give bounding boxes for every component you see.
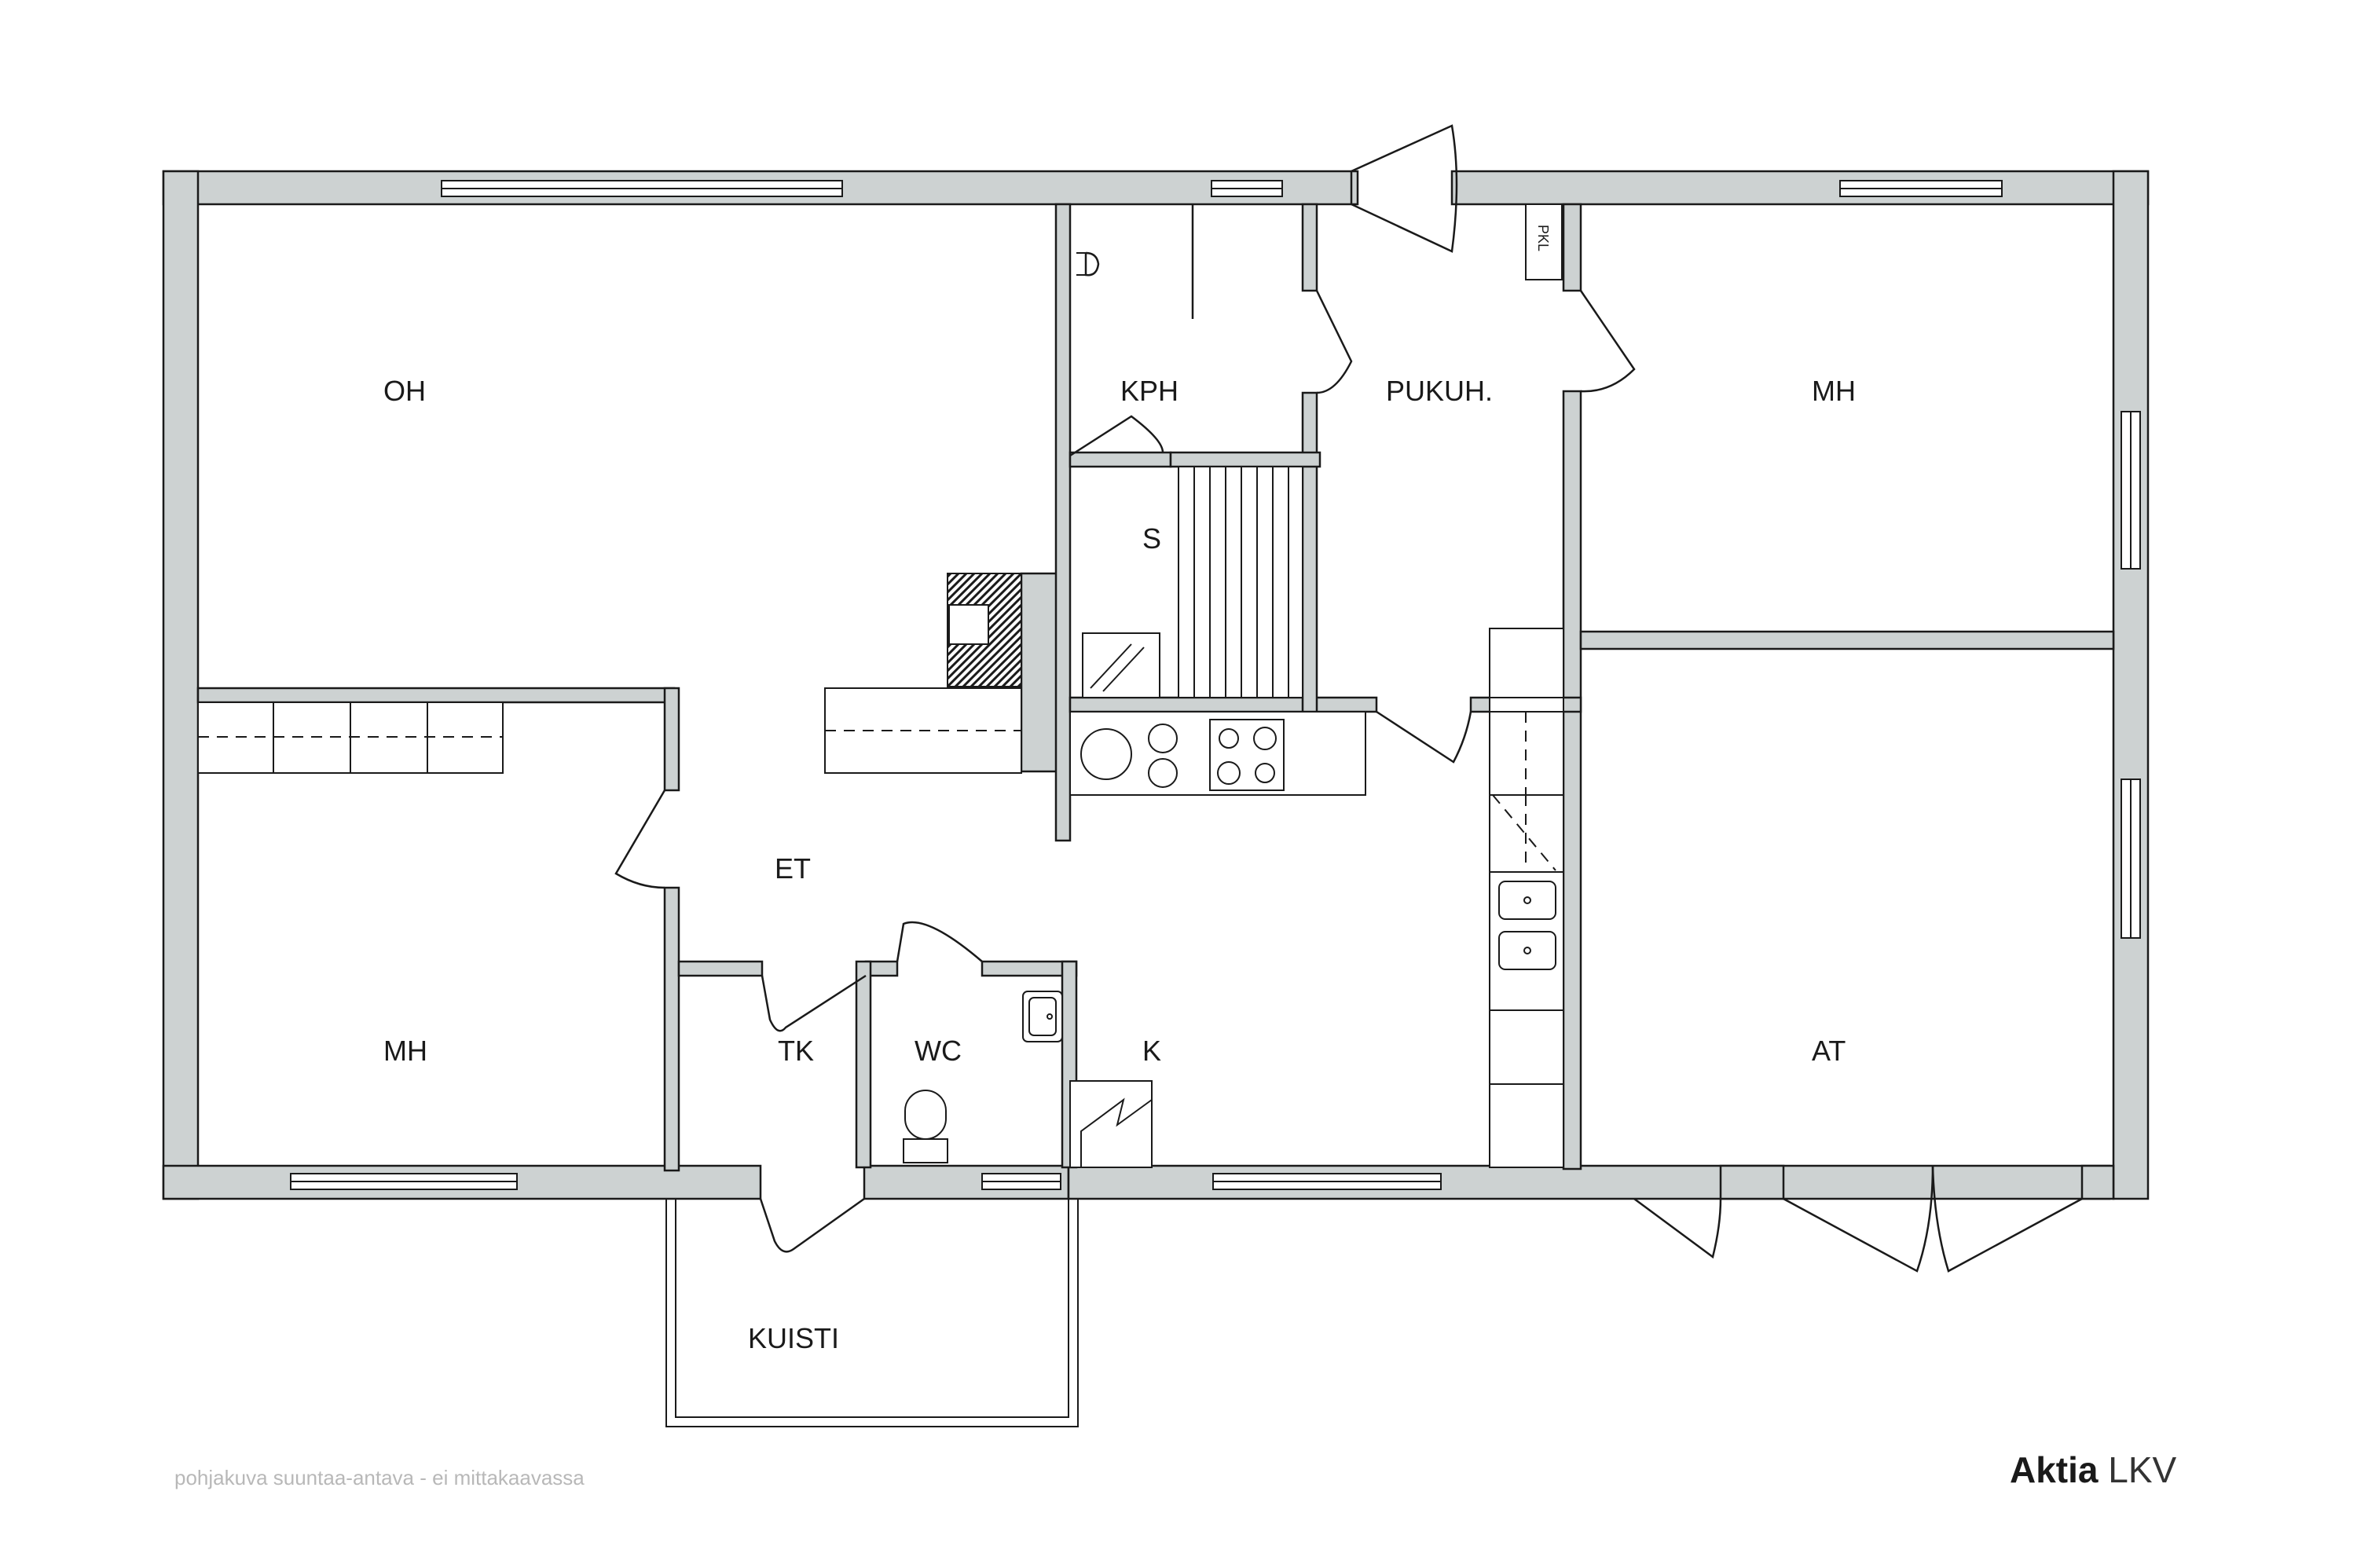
kitchen-counters [1069,628,1564,1168]
brand-suffix: LKV [2108,1449,2177,1490]
room-label-mh-bottom: MH [383,1035,427,1067]
sauna-benches [1082,466,1303,698]
wardrobes-et [824,687,1022,774]
door-swings [614,290,2115,1273]
pkl-cabinet: PKL [1525,203,1563,280]
windows [290,180,2141,1190]
wardrobes-left [197,702,504,774]
porch [665,1199,1079,1427]
exterior-walls [162,170,2150,1200]
scale-disclaimer: pohjakuva suuntaa-antava - ei mittakaava… [174,1466,585,1489]
room-label-tk: TK [778,1035,814,1067]
room-label-oh: OH [383,375,426,407]
room-label-wc: WC [915,1035,962,1067]
room-label-kph: KPH [1120,375,1178,407]
brand-name: Aktia [2010,1449,2099,1490]
pkl-label: PKL [1535,225,1551,251]
room-label-s: S [1142,522,1161,555]
fireplace [947,573,1022,687]
brand-logo: Aktia LKV [2010,1449,2176,1491]
wc-fixtures [903,991,1063,1163]
room-label-et: ET [775,852,811,885]
room-label-mh-top: MH [1812,375,1856,407]
room-label-pukuh: PUKUH. [1386,375,1493,407]
room-label-k: K [1142,1035,1161,1067]
room-labels: OH KPH PUKUH. MH S ET MH TK WC K AT KUIS… [383,375,1856,1354]
room-label-at: AT [1812,1035,1846,1067]
room-label-kuisti: KUISTI [748,1322,839,1354]
bathroom-fixtures [1076,204,1194,319]
front-door [1350,124,1458,253]
